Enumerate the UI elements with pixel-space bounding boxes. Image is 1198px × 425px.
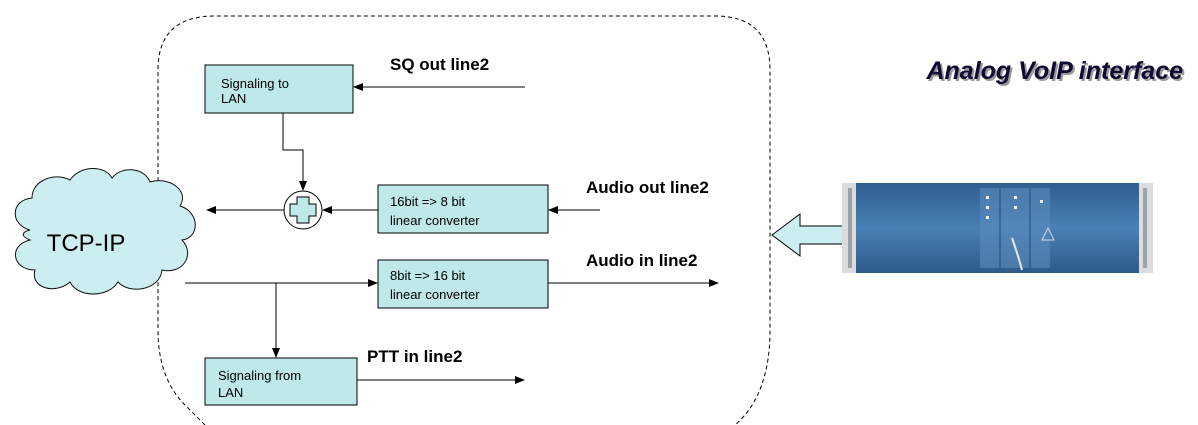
svg-text:LAN: LAN bbox=[221, 91, 246, 106]
adder-icon bbox=[283, 190, 323, 230]
svg-text:Analog VoIP interface: Analog VoIP interface bbox=[927, 59, 1185, 87]
arrow-to-adder bbox=[282, 113, 307, 191]
label-audio-in: Audio in line2 bbox=[586, 251, 697, 270]
label-audio-out: Audio out line2 bbox=[586, 178, 709, 197]
svg-text:16bit => 8 bit: 16bit => 8 bit bbox=[390, 194, 466, 209]
svg-text:LAN: LAN bbox=[218, 385, 243, 400]
cloud-label: TCP-IP bbox=[47, 230, 126, 257]
svg-text:linear converter: linear converter bbox=[390, 213, 480, 228]
block-signaling-from-lan: Signaling from LAN bbox=[204, 357, 358, 406]
svg-text:8bit => 16 bit: 8bit => 16 bit bbox=[390, 268, 466, 283]
svg-text:Signaling to: Signaling to bbox=[221, 76, 289, 91]
label-sq-out: SQ out line2 bbox=[390, 55, 489, 74]
block-16to8-converter: 16bit => 8 bit linear converter bbox=[377, 184, 549, 234]
svg-text:linear converter: linear converter bbox=[390, 287, 480, 302]
tcp-ip-cloud: TCP-IP bbox=[14, 168, 196, 295]
svg-text:Analog VoIP interface: Analog VoIP interface bbox=[925, 57, 1183, 85]
signal-arrows bbox=[185, 83, 719, 384]
voip-device-image bbox=[842, 183, 1153, 273]
block-8to16-converter: 8bit => 16 bit linear converter bbox=[377, 259, 549, 309]
svg-text:Signaling from: Signaling from bbox=[218, 368, 301, 383]
label-ptt-in: PTT in line2 bbox=[367, 347, 462, 366]
diagram-title: Analog VoIP interface Analog VoIP interf… bbox=[925, 57, 1185, 87]
block-signaling-to-lan: Signaling to LAN bbox=[204, 64, 354, 114]
